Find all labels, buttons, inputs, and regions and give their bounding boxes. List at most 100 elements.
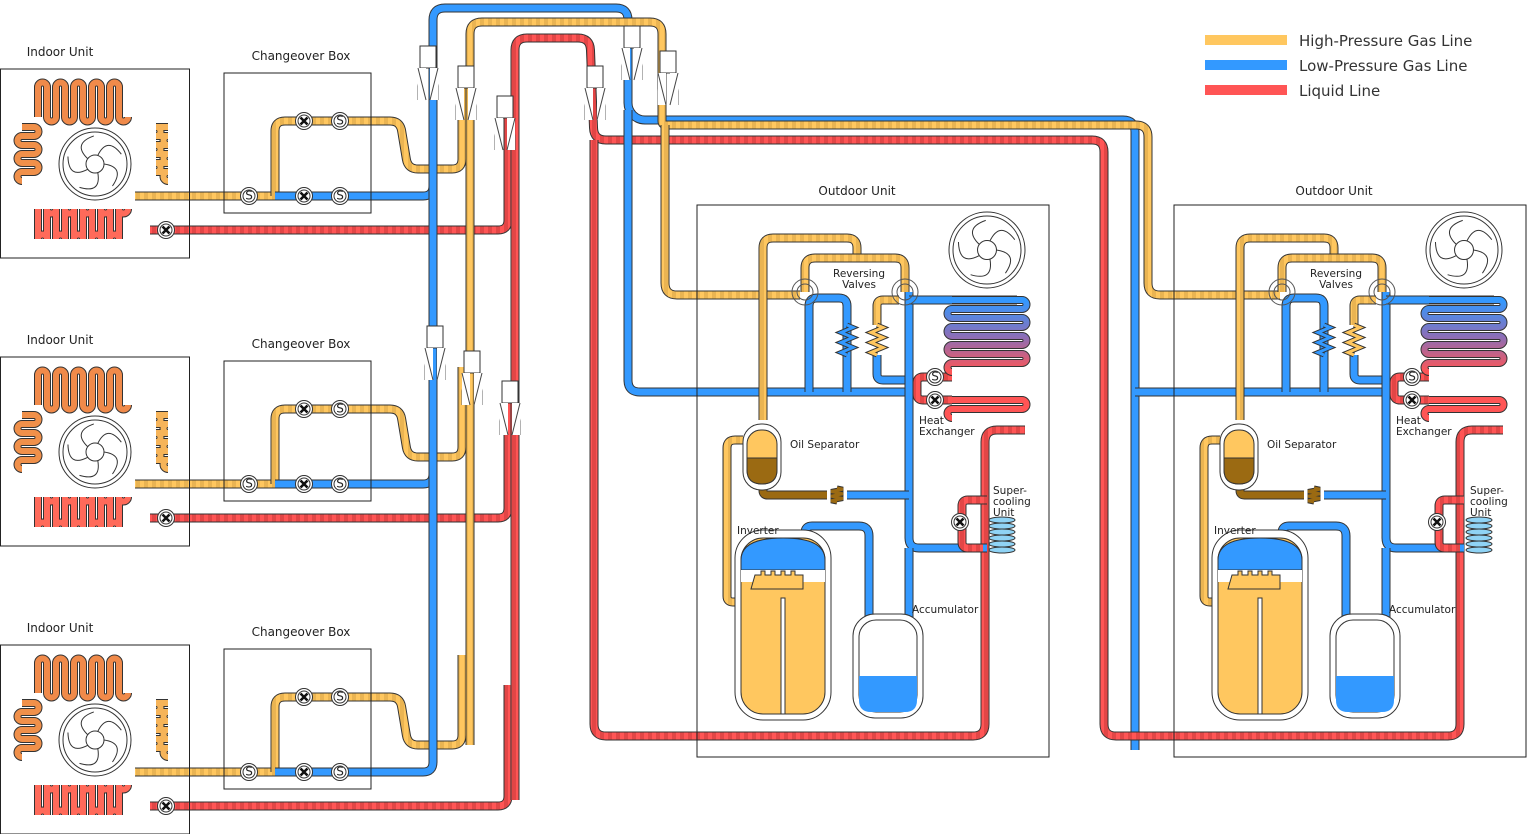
indoor-coil-bottom bbox=[34, 208, 132, 240]
valve-inner bbox=[333, 477, 347, 491]
inverter-label: Inverter bbox=[1214, 525, 1256, 537]
lp-return bbox=[872, 355, 909, 385]
pipe-fill bbox=[873, 296, 899, 325]
supercooling-label-2: cooling bbox=[993, 496, 1031, 508]
valve-inner bbox=[333, 114, 347, 128]
pipe-outline bbox=[660, 125, 800, 300]
pipe-fill bbox=[1390, 373, 1429, 404]
rv-outer bbox=[891, 278, 919, 306]
valve-inner bbox=[333, 690, 347, 704]
indoor-unit-label: Indoor Unit bbox=[27, 45, 94, 59]
indoor-coil-top bbox=[34, 654, 132, 702]
coil-fill bbox=[1421, 297, 1507, 375]
x-mark bbox=[1432, 517, 1442, 527]
valve-inner bbox=[333, 402, 347, 416]
high-pressure-gas-pipe bbox=[270, 367, 467, 484]
outdoor-unit-box bbox=[696, 204, 1050, 758]
legend-item-low-pressure: Low-Pressure Gas Line bbox=[1205, 57, 1467, 75]
fan-blade bbox=[103, 739, 118, 763]
fan-blade bbox=[972, 219, 986, 245]
solenoid-symbol: S bbox=[336, 189, 344, 203]
os-oil bbox=[1223, 457, 1255, 485]
supercooling-label-3: Unit bbox=[1470, 507, 1491, 519]
inverter-compressor-icon bbox=[734, 529, 832, 721]
liquid-spur bbox=[589, 140, 1025, 741]
low-pressure-loop bbox=[1281, 293, 1329, 392]
legend-label-liquid: Liquid Line bbox=[1299, 82, 1380, 100]
high-pressure-gas-pipe bbox=[270, 79, 467, 196]
indoor-unit-box bbox=[0, 68, 190, 259]
coil-fill bbox=[14, 700, 42, 760]
valve-inner bbox=[333, 765, 347, 779]
x-mark bbox=[161, 513, 171, 523]
fan-blade bbox=[1466, 229, 1493, 242]
branch-joint-icon bbox=[657, 50, 679, 106]
spring-fill bbox=[1307, 486, 1321, 504]
pipe-network bbox=[135, 3, 1503, 811]
joint-legs-edge bbox=[455, 87, 477, 121]
fan-blade bbox=[97, 720, 122, 732]
indoor-coil-bottom bbox=[34, 496, 132, 528]
pipe-fill bbox=[759, 486, 827, 499]
solenoid-valve-icon: S bbox=[331, 400, 349, 418]
acc-liquid bbox=[859, 676, 917, 712]
legend-swatch-high-pressure bbox=[1205, 35, 1287, 45]
inv-shaft bbox=[780, 597, 786, 715]
pipe-fill bbox=[1236, 486, 1304, 499]
outdoor-coil bbox=[943, 296, 1031, 376]
expansion-valve-icon bbox=[1428, 513, 1446, 531]
coil-turn bbox=[1465, 528, 1493, 536]
joint-legs-edge bbox=[417, 67, 439, 101]
pipe-fill bbox=[511, 34, 1503, 800]
fan-blade bbox=[79, 748, 99, 766]
low-pressure-trunk bbox=[428, 3, 1140, 750]
indoor-coil-bottom bbox=[34, 784, 132, 816]
coil-turn bbox=[988, 528, 1016, 536]
branch-joint-icon bbox=[461, 350, 483, 406]
pipe-fill bbox=[1278, 254, 1386, 292]
coil-turn bbox=[988, 534, 1016, 542]
pipe-fill bbox=[624, 110, 908, 396]
reversing-valve-pipe bbox=[800, 253, 910, 292]
branch-joint-icon bbox=[417, 45, 439, 101]
outdoor-unit-label: Outdoor Unit bbox=[1295, 184, 1373, 198]
pipe-fill bbox=[429, 4, 1139, 750]
heat-exchanger-label-2: Exchanger bbox=[1396, 426, 1452, 438]
solenoid-valve-icon: S bbox=[331, 763, 349, 781]
indoor-unit-box bbox=[0, 356, 190, 547]
inverter-label: Inverter bbox=[737, 525, 779, 537]
x-mark bbox=[299, 767, 309, 777]
joint-legs-edge bbox=[461, 372, 483, 406]
coil-fill bbox=[35, 784, 131, 816]
fan-blade bbox=[80, 135, 94, 160]
joint-legs-edge bbox=[621, 47, 643, 81]
branch-joint-icon bbox=[455, 65, 477, 121]
capillary-tube-icon bbox=[1311, 322, 1337, 358]
pipe-fill bbox=[271, 655, 466, 772]
reversing-valve-icon bbox=[791, 278, 819, 306]
fan-blade bbox=[970, 258, 991, 277]
coil-turn bbox=[1465, 546, 1493, 554]
acc-liquid bbox=[1336, 676, 1394, 712]
fan-hub bbox=[977, 240, 997, 260]
fan-icon bbox=[948, 211, 1026, 289]
expansion-valve-icon bbox=[295, 400, 313, 418]
rv-inner bbox=[1273, 283, 1291, 301]
heat-exchanger-label: Heat bbox=[919, 415, 944, 427]
valve-inner bbox=[333, 189, 347, 203]
coil-fill bbox=[35, 655, 131, 701]
indoor-coil-left bbox=[13, 411, 43, 473]
solenoid-valve-icon: S bbox=[1403, 368, 1421, 386]
branch-joint-icon bbox=[584, 65, 606, 121]
low-pressure-loop bbox=[804, 293, 852, 392]
expansion-valve-icon bbox=[295, 475, 313, 493]
fan-blade bbox=[1434, 242, 1457, 260]
expansion-valve-icon bbox=[157, 509, 175, 527]
heat-exchanger-label: Heat bbox=[1396, 415, 1421, 427]
solenoid-symbol: S bbox=[336, 402, 344, 416]
pipe-outline bbox=[1349, 355, 1386, 385]
branch-joints bbox=[417, 25, 679, 436]
